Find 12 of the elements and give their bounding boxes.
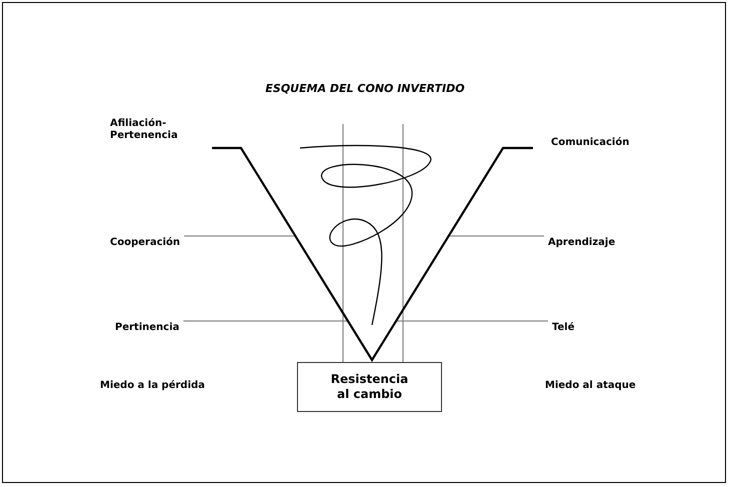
node-label: Aprendizaje (548, 237, 616, 249)
process-box: Resistencia al cambio (297, 362, 442, 412)
leader-line (182, 320, 348, 322)
text-label: Afiliación-Pertenencia (110, 118, 179, 142)
node-label: Telé (552, 322, 574, 334)
text-label: Miedo al ataque (545, 380, 637, 392)
node-label: Cooperación (110, 237, 180, 249)
leader-line (396, 320, 548, 322)
node-label: Pertinencia (115, 322, 180, 334)
diagram-title: ESQUEMA DEL CONO INVERTIDO (264, 82, 466, 95)
text-label: Comunicación (551, 137, 630, 149)
text-label: Miedo a la pérdida (100, 380, 206, 392)
